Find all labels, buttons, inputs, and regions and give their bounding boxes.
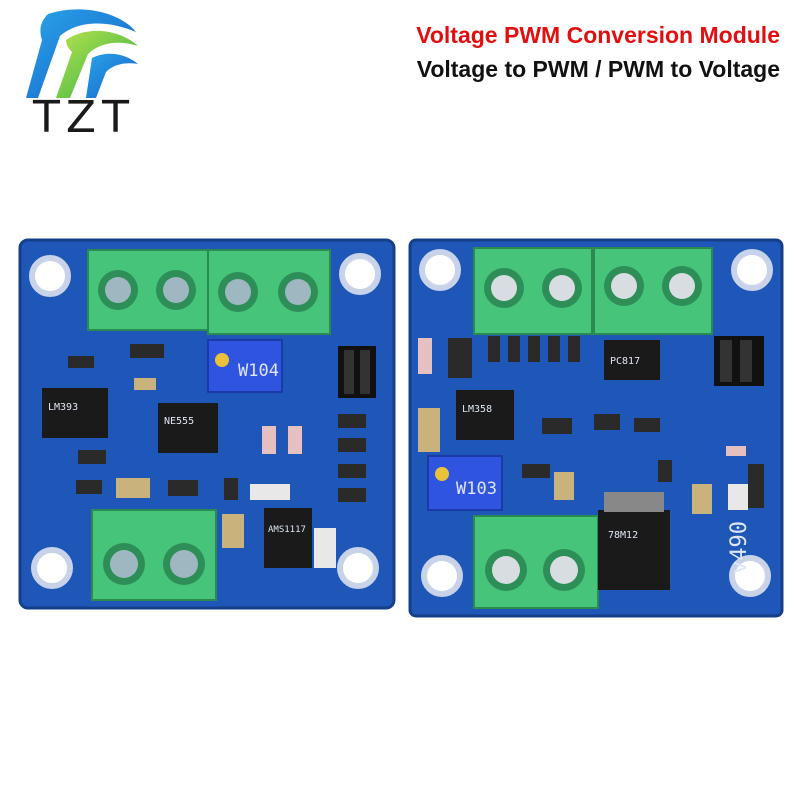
- svg-text:LM393: LM393: [48, 402, 78, 413]
- chip-pc817: PC817: [604, 340, 660, 380]
- jumper-header: [338, 346, 376, 398]
- screw-terminal-top-left: [473, 247, 593, 335]
- regulator-78m12: 78M12: [598, 492, 670, 590]
- mounting-hole-icon: [419, 249, 773, 597]
- potentiometer: W104: [207, 339, 283, 393]
- tzt-logo: [8, 6, 158, 156]
- pot-label: W103: [456, 479, 497, 499]
- smd-components: [418, 336, 764, 514]
- jumper-header: [714, 336, 764, 386]
- svg-text:AMS1117: AMS1117: [268, 525, 306, 535]
- pot-label: W104: [238, 361, 279, 381]
- screw-terminal-top-right: [207, 249, 331, 335]
- chip-ne555: NE555: [158, 403, 218, 453]
- smd-components: [68, 344, 366, 548]
- screw-terminal-bottom: [473, 515, 599, 609]
- pwm-to-voltage-board: W104 LM393 NE555 AMS1117: [18, 238, 396, 610]
- chip-lm358: LM358: [456, 390, 514, 440]
- svg-text:LM358: LM358: [462, 404, 492, 415]
- logo-text: TZT: [33, 92, 135, 143]
- svg-text:PC817: PC817: [610, 356, 640, 367]
- svg-text:NE555: NE555: [164, 416, 194, 427]
- potentiometer: W103: [427, 455, 503, 511]
- voltage-to-pwm-board: W103 LM358 PC817 78M12 v490: [408, 238, 784, 618]
- product-title: Voltage PWM Conversion Module: [416, 22, 780, 48]
- screw-terminal-top-left: [87, 249, 209, 331]
- mounting-hole-icon: [29, 253, 381, 589]
- board-version: v490: [727, 521, 752, 574]
- product-subtitle: Voltage to PWM / PWM to Voltage: [416, 56, 780, 82]
- logo-emblem-icon: [26, 9, 138, 98]
- chip-ams1117: AMS1117: [264, 508, 336, 568]
- screw-terminal-top-right: [593, 247, 713, 335]
- screw-terminal-bottom: [91, 509, 217, 601]
- chip-lm393: LM393: [42, 388, 108, 438]
- svg-text:78M12: 78M12: [608, 530, 638, 541]
